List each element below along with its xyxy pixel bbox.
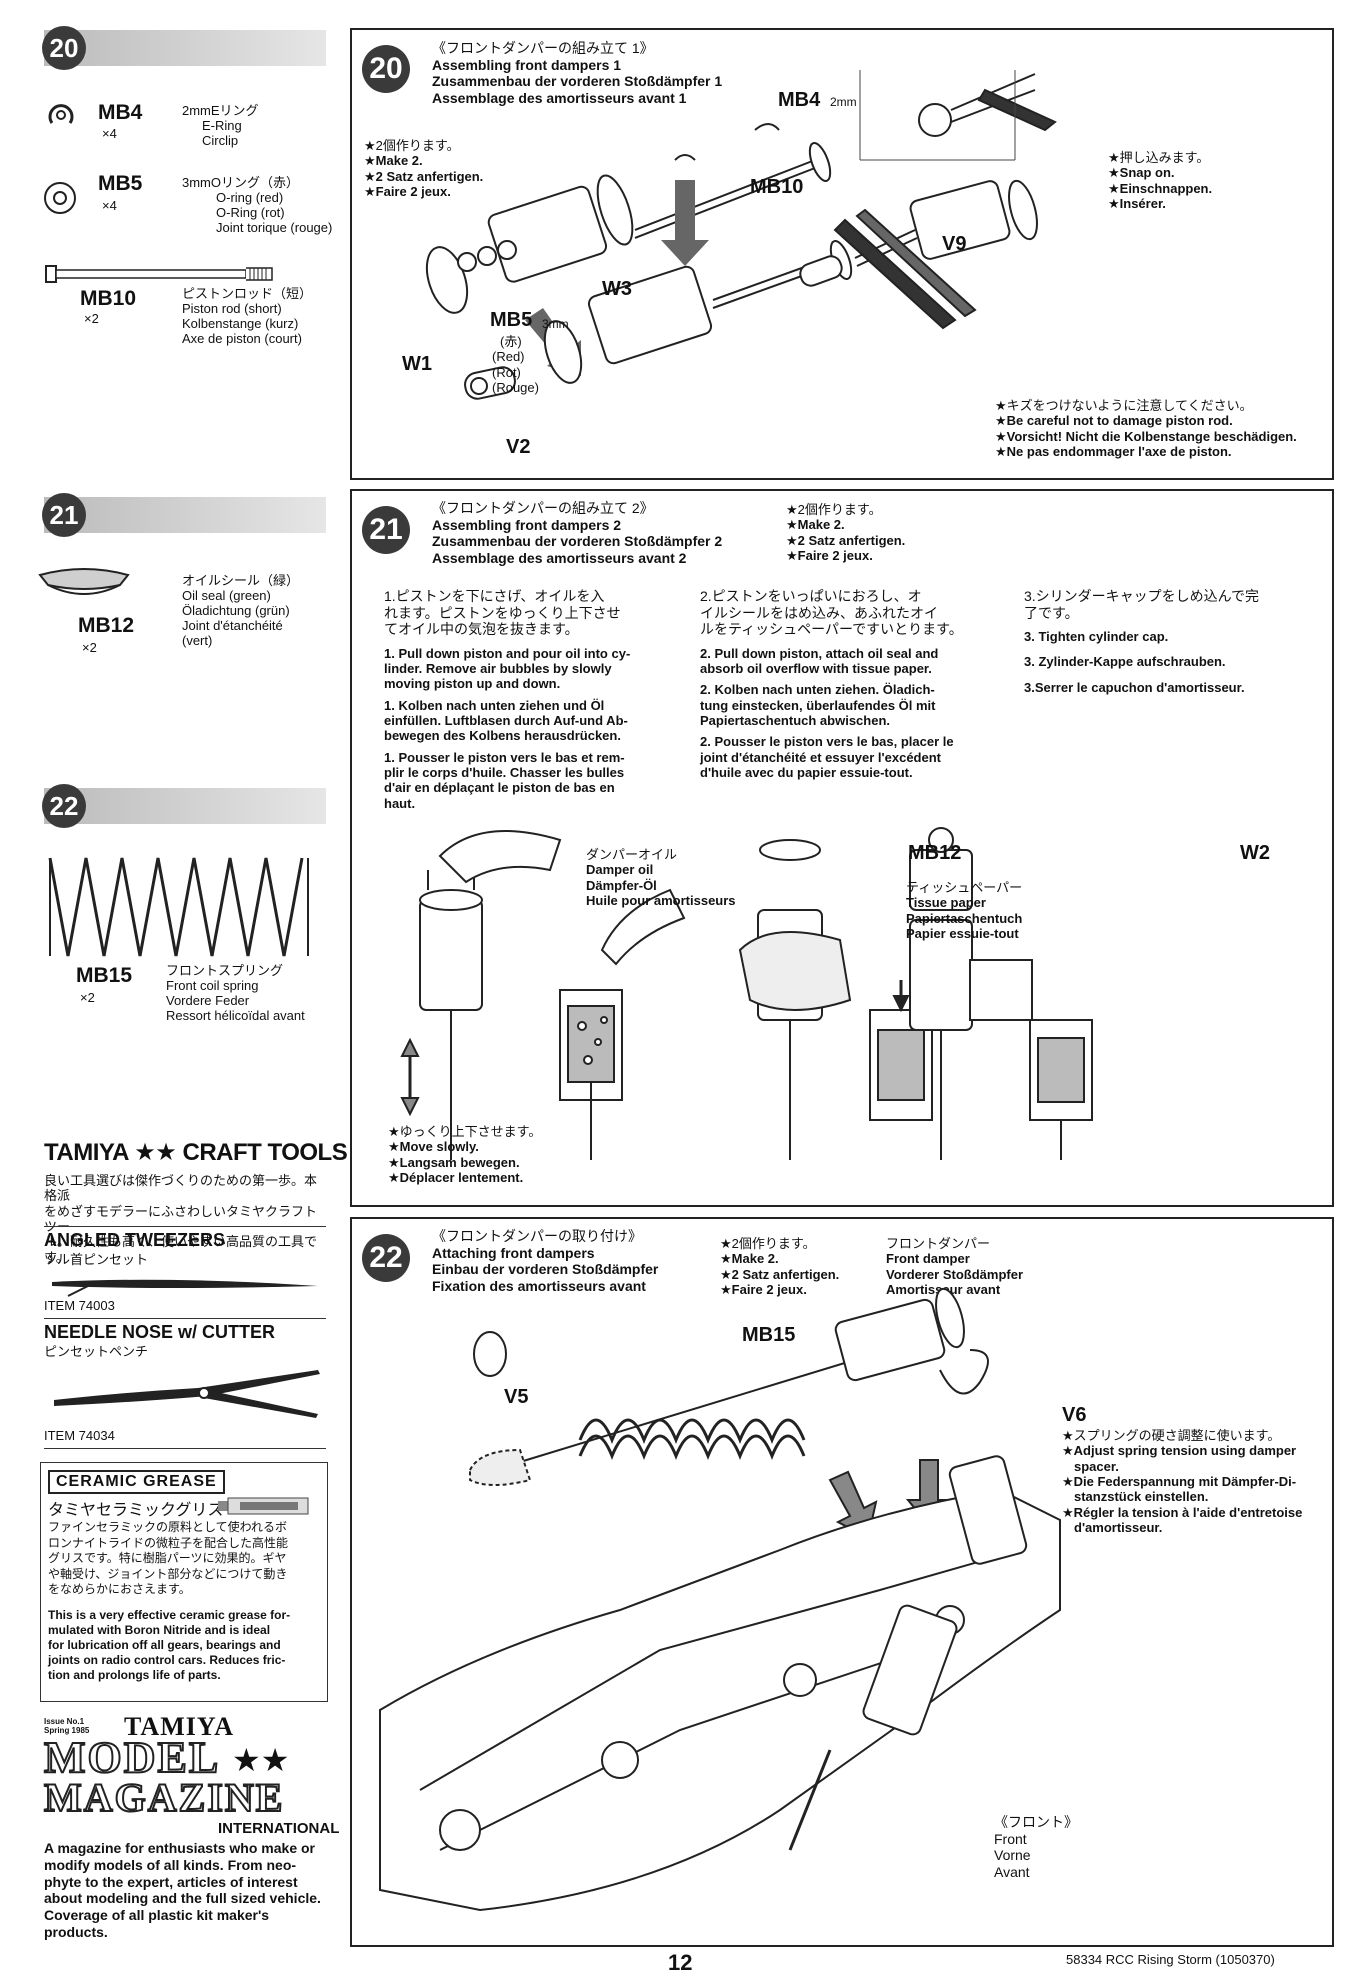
part-desc-mb15: フロントスプリング Front coil spring Vordere Fede…	[166, 963, 305, 1023]
coil-spring-icon	[48, 857, 309, 957]
grease-jp-title: タミヤセラミックグリス	[48, 1502, 224, 1519]
piston-rod-icon	[45, 265, 273, 283]
part-qty-mb12: ×2	[82, 640, 97, 655]
label-mb15: MB15	[742, 1324, 796, 1346]
divider	[44, 1318, 326, 1319]
step22-illustration	[379, 1287, 1061, 1912]
step22-badge: 22	[42, 784, 86, 828]
tool1-item: ITEM 74003	[44, 1298, 115, 1313]
tissue-paper-label: ティッシュペーパー Tissue paper Papiertaschentuch…	[906, 880, 1023, 941]
divider	[44, 1226, 326, 1227]
part-desc-mb10: ピストンロッド（短） Piston rod (short) Kolbenstan…	[182, 286, 313, 346]
label-mb5-colors: (赤) (Red) (Rot) (Rouge)	[492, 334, 539, 395]
part-qty-mb15: ×2	[80, 990, 95, 1005]
step21-panel-badge: 21	[362, 506, 410, 554]
tool2-name: NEEDLE NOSE w/ CUTTER	[44, 1322, 276, 1342]
grease-en-body: This is a very effective ceramic grease …	[48, 1608, 291, 1682]
step22-title: 《フロントダンパーの取り付け》 Attaching front dampers …	[432, 1228, 659, 1294]
o-ring-icon	[44, 182, 76, 214]
step21-instruction-3: 3.シリンダーキャップをしめ込んで完了です。 3. Tighten cylind…	[1024, 588, 1259, 695]
spring-tension-note: ★スプリングの硬さ調整に使います。 ★Adjust spring tension…	[1062, 1428, 1303, 1535]
tool1-name: ANGLED TWEEZERS	[44, 1230, 226, 1250]
part-code-mb15: MB15	[76, 964, 133, 987]
step22-make2-note: ★2個作ります。 ★Make 2. ★2 Satz anfertigen. ★F…	[720, 1236, 840, 1297]
step21-badge: 21	[42, 493, 86, 537]
step20-panel-badge: 20	[362, 45, 410, 93]
part-desc-mb12: オイルシール（緑） Oil seal (green) Öladichtung (…	[182, 573, 300, 648]
e-ring-icon	[48, 104, 74, 124]
craft-tools-title: TAMIYA ★★ CRAFT TOOLS	[44, 1139, 348, 1166]
part-qty-mb5: ×4	[102, 198, 117, 213]
label-v6: V6	[1062, 1404, 1087, 1426]
kit-code: 58334 RCC Rising Storm (1050370)	[1066, 1952, 1275, 1967]
step20-title: 《フロントダンパーの組み立て 1》 Assembling front dampe…	[432, 40, 723, 106]
tool2-jp: ピンセットペンチ	[44, 1344, 149, 1359]
step21-title: 《フロントダンパーの組み立て 2》 Assembling front dampe…	[432, 500, 723, 566]
ceramic-grease-box	[40, 1462, 328, 1702]
label-v9: V9	[942, 233, 967, 255]
step20-make2-note: ★2個作ります。 ★Make 2. ★2 Satz anfertigen. ★F…	[364, 138, 484, 199]
part-code-mb10: MB10	[80, 287, 137, 310]
part-desc-mb4: 2mmEリング E-Ring Circlip	[182, 103, 259, 148]
careful-note: ★キズをつけないように注意してください。 ★Be careful not to …	[995, 398, 1297, 459]
grease-jp-body: ファインセラミックの原料として使われるボ ロンナイトライドの微粒子を配合した高性…	[48, 1520, 289, 1597]
label-w1: W1	[402, 353, 432, 375]
step20-header-bar	[44, 30, 326, 66]
part-desc-mb5: 3mmOリング（赤） O-ring (red) O-Ring (rot) Joi…	[182, 175, 333, 235]
label-w2: W2	[1240, 842, 1270, 864]
step21-header-bar	[44, 497, 326, 533]
damper-oil-label: ダンパーオイル Damper oil Dämpfer-Öl Huile pour…	[586, 847, 736, 908]
page-number: 12	[668, 1950, 693, 1975]
front-damper-label: フロントダンパー Front damper Vorderer Stoßdämpf…	[886, 1236, 1024, 1297]
step21-illustration	[400, 827, 1093, 1160]
magazine-brand: TAMIYA	[124, 1712, 235, 1741]
magazine-body: A magazine for enthusiasts who make or m…	[44, 1840, 321, 1940]
ceramic-grease-logo: CERAMIC GREASE	[48, 1470, 225, 1494]
label-mb10: MB10	[750, 176, 804, 198]
part-qty-mb4: ×4	[102, 126, 117, 141]
magazine-title-magazine: MAGAZINE	[43, 1775, 285, 1820]
magazine-intl: INTERNATIONAL	[218, 1820, 340, 1837]
magazine-stars-icon: ★★	[232, 1742, 290, 1778]
label-mb5: MB5	[490, 309, 533, 331]
label-mb5-size: 3mm	[542, 317, 569, 331]
magazine-issue: Issue No.1 Spring 1985	[44, 1717, 90, 1735]
divider	[44, 1448, 326, 1449]
label-v2: V2	[506, 436, 531, 458]
label-mb4-size: 2mm	[830, 95, 857, 109]
step21-instruction-1: 1.ピストンを下にさげ、オイルを入れます。ピストンをゆっくり上下させてオイル中の…	[384, 588, 631, 811]
step21-make2-note: ★2個作ります。 ★Make 2. ★2 Satz anfertigen. ★F…	[786, 502, 906, 563]
part-code-mb12: MB12	[78, 614, 135, 637]
part-code-mb4: MB4	[98, 101, 143, 124]
part-qty-mb10: ×2	[84, 311, 99, 326]
step20-badge: 20	[42, 26, 86, 70]
oil-seal-icon	[38, 568, 130, 595]
label-mb4: MB4	[778, 89, 821, 111]
magazine-title-model: MODEL	[43, 1733, 221, 1782]
step22-panel-badge: 22	[362, 1234, 410, 1282]
label-v5: V5	[504, 1386, 529, 1408]
snap-on-note: ★押し込みます。 ★Snap on. ★Einschnappen. ★Insér…	[1108, 150, 1213, 211]
tool2-item: ITEM 74034	[44, 1428, 115, 1443]
label-mb12: MB12	[908, 842, 962, 864]
move-slowly-note: ★ゆっくり上下させます。 ★Move slowly. ★Langsam bewe…	[388, 1124, 542, 1185]
front-direction-label: 《フロント》 Front Vorne Avant	[994, 1814, 1078, 1880]
tool1-jp: ツル首ピンセット	[44, 1252, 149, 1267]
part-code-mb5: MB5	[98, 172, 143, 195]
step22-header-bar	[44, 788, 326, 824]
grease-tube-icon	[218, 1497, 309, 1515]
step20-illustration	[425, 70, 1057, 400]
label-w3: W3	[602, 278, 632, 300]
step21-instruction-2: 2.ピストンをいっぱいにおろし、オイルシールをはめ込み、あふれたオイルをティッシ…	[700, 588, 963, 780]
needle-nose-pliers-icon	[54, 1370, 320, 1418]
tweezers-icon	[52, 1279, 318, 1297]
